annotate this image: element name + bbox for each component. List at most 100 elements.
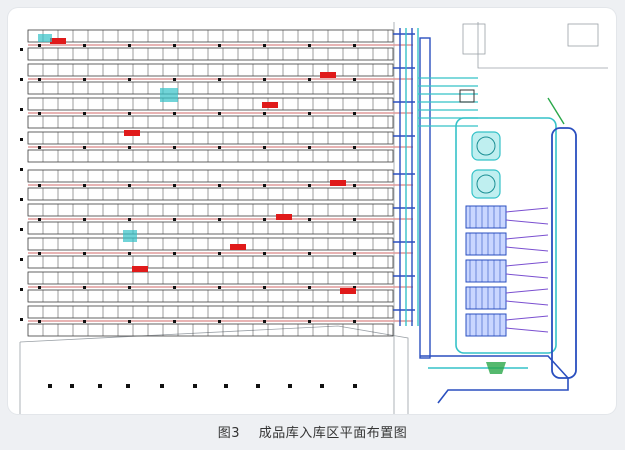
site-boundary — [19, 325, 409, 414]
cyan-equipment — [38, 34, 52, 42]
column-marker — [308, 44, 311, 47]
column-marker — [308, 146, 311, 149]
warehouse-layout-drawing — [19, 22, 608, 414]
column-marker — [38, 184, 41, 187]
column-marker — [218, 78, 221, 81]
column-marker — [38, 320, 41, 323]
column-marker — [353, 218, 356, 221]
sorting-diverter — [505, 327, 549, 333]
sorting-diverter — [505, 207, 549, 213]
column-marker — [128, 146, 131, 149]
stacker-crane — [50, 38, 66, 44]
grid-marker — [20, 318, 23, 321]
stacker-crane — [230, 244, 246, 250]
column-marker — [173, 218, 176, 221]
column-marker — [308, 286, 311, 289]
pillar-marker — [193, 384, 197, 388]
column-marker — [83, 252, 86, 255]
column-marker — [263, 146, 266, 149]
column-marker — [218, 286, 221, 289]
column-marker — [128, 218, 131, 221]
column-marker — [38, 112, 41, 115]
column-marker — [353, 146, 356, 149]
column-marker — [38, 44, 41, 47]
pillar-marker — [126, 384, 130, 388]
grid-marker — [20, 198, 23, 201]
pillar-marker — [98, 384, 102, 388]
lower-rack-row — [27, 221, 394, 235]
cyan-equipment — [123, 230, 137, 242]
lower-rack-row — [27, 237, 394, 251]
grid-marker — [20, 48, 23, 51]
column-marker — [128, 320, 131, 323]
column-marker — [353, 112, 356, 115]
column-marker — [128, 286, 131, 289]
column-marker — [173, 184, 176, 187]
loop-conveyor — [419, 37, 431, 359]
column-marker — [263, 112, 266, 115]
stacker-crane — [262, 102, 278, 108]
column-marker — [263, 44, 266, 47]
column-marker — [263, 252, 266, 255]
column-marker — [218, 320, 221, 323]
upper-rack-row — [27, 97, 394, 111]
column-marker — [83, 44, 86, 47]
pillar-marker — [48, 384, 52, 388]
figure-title: 成品库入库区平面布置图 — [258, 426, 408, 441]
lower-rack-row — [27, 187, 394, 201]
upper-rack-row — [27, 81, 394, 95]
column-marker — [218, 112, 221, 115]
return-loop — [551, 127, 577, 379]
column-marker — [308, 184, 311, 187]
column-marker — [308, 218, 311, 221]
column-marker — [263, 184, 266, 187]
column-marker — [263, 218, 266, 221]
column-marker — [173, 252, 176, 255]
stacker-crane — [276, 214, 292, 220]
sorting-diverter — [505, 261, 549, 267]
control-cabin — [459, 89, 475, 103]
pillar-marker — [70, 384, 74, 388]
building-outline — [462, 23, 486, 55]
column-marker — [263, 320, 266, 323]
green-marker — [486, 362, 506, 374]
column-marker — [128, 44, 131, 47]
column-marker — [38, 252, 41, 255]
lower-rack-row — [27, 289, 394, 303]
column-marker — [353, 78, 356, 81]
column-marker — [218, 218, 221, 221]
column-marker — [38, 78, 41, 81]
processing-area — [455, 117, 557, 354]
pillar-marker — [160, 384, 164, 388]
grid-marker — [20, 258, 23, 261]
grid-marker — [20, 228, 23, 231]
column-marker — [83, 184, 86, 187]
column-marker — [353, 44, 356, 47]
lower-rack-row — [27, 169, 394, 183]
column-marker — [128, 112, 131, 115]
column-marker — [173, 320, 176, 323]
column-marker — [173, 78, 176, 81]
column-marker — [353, 320, 356, 323]
pillar-marker — [256, 384, 260, 388]
column-marker — [38, 218, 41, 221]
stacker-crane — [124, 130, 140, 136]
column-marker — [353, 252, 356, 255]
upper-rack-row — [27, 47, 394, 61]
column-marker — [38, 146, 41, 149]
column-marker — [308, 252, 311, 255]
pillar-marker — [288, 384, 292, 388]
column-marker — [308, 320, 311, 323]
grid-marker — [20, 108, 23, 111]
grid-marker — [20, 288, 23, 291]
buffer-unit-ring — [476, 174, 496, 194]
sorting-diverter — [505, 288, 549, 294]
upper-rack-row — [27, 131, 394, 145]
column-marker — [218, 44, 221, 47]
column-marker — [173, 286, 176, 289]
figure-caption: 图3 成品库入库区平面布置图 — [0, 422, 625, 446]
stacker-crane — [132, 266, 148, 272]
column-marker — [128, 252, 131, 255]
sorting-diverter — [505, 273, 549, 279]
